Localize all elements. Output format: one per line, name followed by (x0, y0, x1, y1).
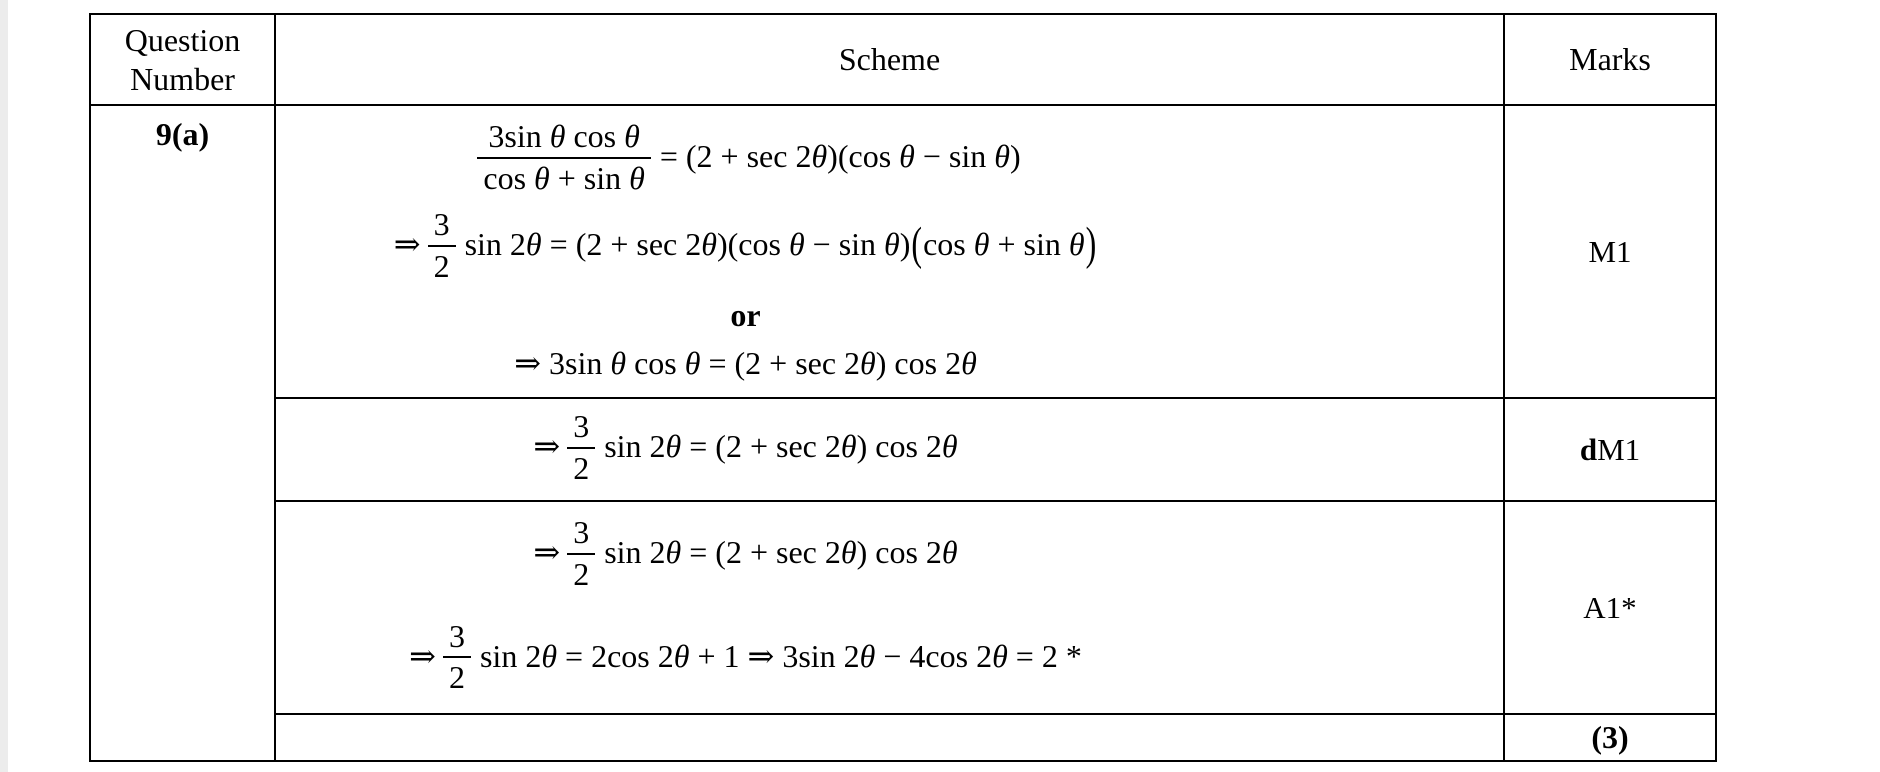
fraction-numerator: 3 (567, 514, 596, 555)
fraction-denominator: 2 (433, 247, 450, 284)
fraction-numerator: 3 (427, 206, 456, 247)
fraction-denominator: cos θ + sin θ (483, 160, 645, 197)
scheme-cell-empty (274, 713, 1505, 762)
mark-scheme-table: Question Number Scheme Marks 9(a) 3sin θ… (89, 13, 1717, 762)
header-question-number-line2: Number (130, 60, 235, 97)
equation-4-rest: sin 2θ = (2 + sec 2θ) cos 2θ (604, 427, 958, 464)
table-header-row: Question Number Scheme Marks (89, 13, 1717, 106)
mark-cell-m1: M1 (1503, 104, 1717, 399)
mark-m1: M1 (1588, 233, 1632, 269)
row-total: (3) (90, 713, 1717, 762)
header-question-number: Question Number (89, 13, 276, 106)
question-label: 9(a) (155, 116, 210, 152)
fraction-numerator: 3 (567, 408, 596, 449)
implies-arrow: ⇒ (533, 427, 561, 464)
equation-2-paren-content: cos θ + sin θ (923, 226, 1085, 263)
header-question-number-line1: Question (124, 22, 241, 59)
header-scheme: Scheme (274, 13, 1505, 106)
header-marks: Marks (1503, 13, 1717, 106)
mark-cell-dm1: dM1 (1503, 397, 1717, 502)
equation-6-rest: sin 2θ = 2cos 2θ + 1 ⇒ 3sin 2θ − 4cos 2θ… (479, 637, 1082, 674)
mark-dm1-rest: M1 (1597, 431, 1641, 467)
equation-3: ⇒ 3sin θ cos θ = (2 + sec 2θ) cos 2θ (514, 344, 977, 381)
total-marks: (3) (1591, 719, 1629, 755)
equation-1-rhs: = (2 + sec 2θ)(cos θ − sin θ) (659, 138, 1021, 175)
mark-a1: A1* (1583, 589, 1637, 625)
fraction-numerator: 3 (442, 618, 471, 659)
implies-arrow: ⇒ (409, 637, 436, 674)
page-edge-strip (0, 0, 8, 772)
equation-2-mid: sin 2θ = (2 + sec 2θ)(cos θ − sin θ) (464, 226, 911, 263)
question-number-cell: 9(a) (89, 104, 276, 762)
implies-arrow: ⇒ (533, 534, 561, 571)
big-paren-open: ( (911, 217, 923, 270)
fraction-denominator: 2 (448, 659, 465, 696)
equation-5-rest: sin 2θ = (2 + sec 2θ) cos 2θ (604, 534, 958, 571)
or-separator: or (730, 296, 761, 333)
mark-cell-a1: A1* (1503, 500, 1717, 715)
fraction-denominator: 2 (573, 449, 590, 486)
fraction-numerator: 3sin θ cos θ (477, 118, 651, 160)
implies-arrow: ⇒ (393, 226, 421, 263)
big-paren-close: ) (1085, 217, 1097, 270)
mark-dm1: dM1 (1580, 432, 1640, 467)
fraction-denominator: 2 (573, 555, 590, 592)
total-marks-cell: (3) (1503, 713, 1717, 762)
mark-dm1-bold-d: d (1579, 431, 1598, 467)
